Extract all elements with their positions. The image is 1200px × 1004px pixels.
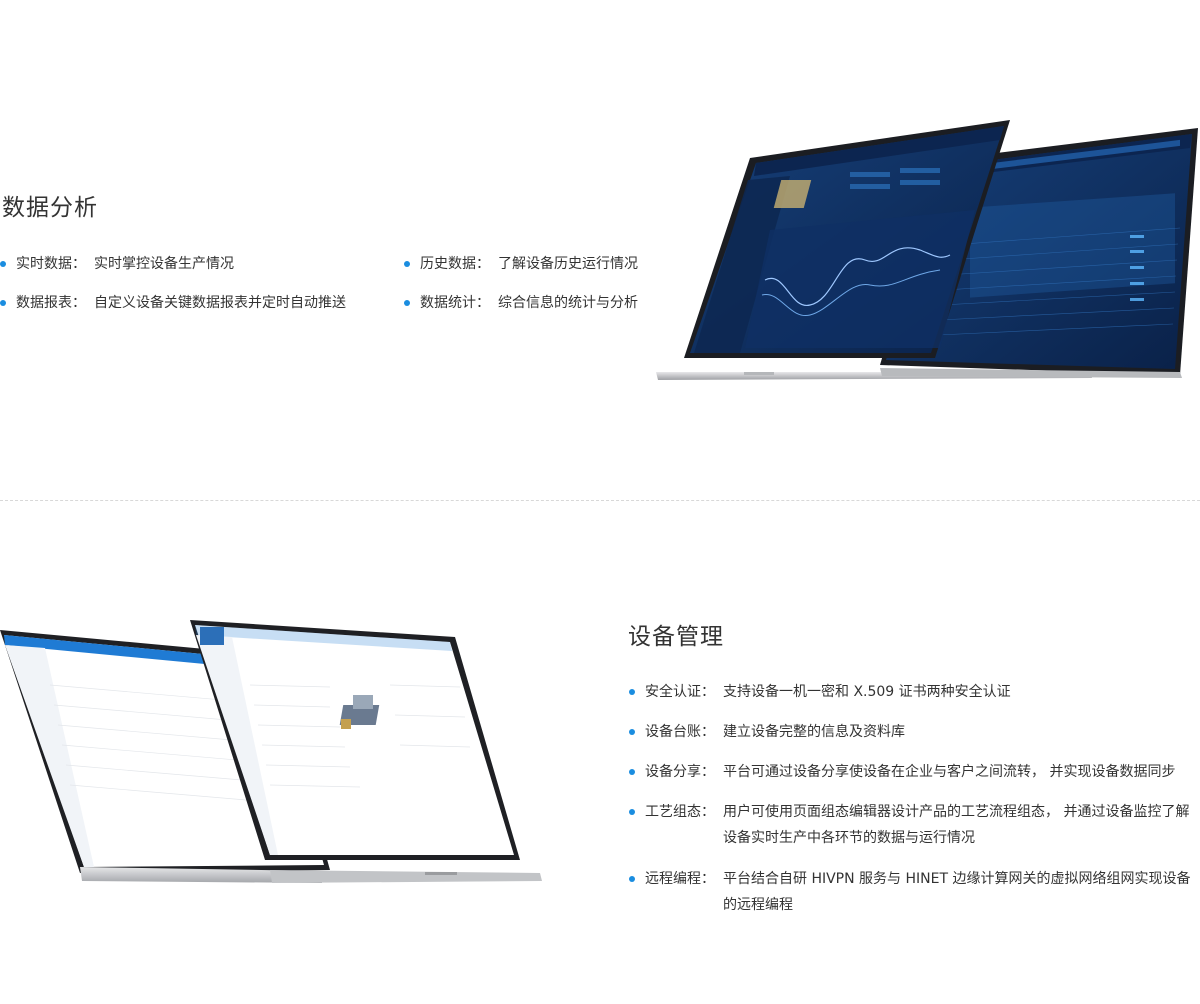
feature-desc: 用户可使用页面组态编辑器设计产品的工艺流程组态， 并通过设备监控了解设备实时生产… — [723, 804, 1190, 846]
feature-security-auth: 安全认证： 支持设备一机一密和 X.509 证书两种安全认证 — [629, 679, 1011, 705]
bullet-icon — [0, 261, 6, 267]
laptop-base — [656, 368, 1182, 380]
feature-process-config: 工艺组态： 用户可使用页面组态编辑器设计产品的工艺流程组态， 并通过设备监控了解… — [629, 799, 1200, 851]
feature-desc: 平台结合自研 HIVPN 服务与 HINET 边缘计算网关的虚拟网络组网实现设备… — [723, 871, 1191, 913]
data-analysis-title: 数据分析 — [2, 195, 98, 221]
section-divider — [0, 500, 1200, 501]
feature-label: 设备台账： — [645, 724, 715, 740]
feature-data-statistics: 数据统计： 综合信息的统计与分析 — [404, 290, 638, 316]
bullet-icon — [0, 300, 6, 306]
device-model-image — [339, 695, 380, 729]
bullet-icon — [404, 261, 410, 267]
bullet-icon — [629, 876, 635, 882]
bullet-icon — [629, 769, 635, 775]
feature-desc: 实时掌控设备生产情况 — [94, 256, 234, 272]
feature-label: 数据统计： — [420, 295, 490, 311]
feature-realtime-data: 实时数据： 实时掌控设备生产情况 — [0, 251, 234, 277]
feature-desc: 建立设备完整的信息及资料库 — [723, 724, 905, 740]
bullet-icon — [629, 689, 635, 695]
feature-label: 工艺组态： — [645, 804, 715, 820]
feature-data-report: 数据报表： 自定义设备关键数据报表并定时自动推送 — [0, 290, 346, 316]
feature-device-ledger: 设备台账： 建立设备完整的信息及资料库 — [629, 719, 905, 745]
bullet-icon — [404, 300, 410, 306]
feature-desc: 平台可通过设备分享使设备在企业与客户之间流转， 并实现设备数据同步 — [723, 764, 1176, 780]
bullet-icon — [629, 809, 635, 815]
feature-label: 设备分享： — [645, 764, 715, 780]
front-screen — [684, 120, 1010, 358]
feature-desc: 自定义设备关键数据报表并定时自动推送 — [94, 295, 346, 311]
front-light-screen — [190, 620, 520, 860]
feature-label: 数据报表： — [16, 295, 86, 311]
feature-remote-programming: 远程编程： 平台结合自研 HIVPN 服务与 HINET 边缘计算网关的虚拟网络… — [629, 866, 1200, 918]
feature-label: 远程编程： — [645, 871, 715, 887]
light-laptop-base — [80, 867, 542, 883]
dark-laptop-illustration — [656, 120, 1198, 380]
light-laptop-illustration — [0, 620, 542, 883]
feature-label: 历史数据： — [420, 256, 490, 272]
device-management-title: 设备管理 — [628, 624, 724, 650]
feature-history-data: 历史数据： 了解设备历史运行情况 — [404, 251, 638, 277]
feature-label: 实时数据： — [16, 256, 86, 272]
feature-desc: 支持设备一机一密和 X.509 证书两种安全认证 — [723, 684, 1011, 700]
feature-desc: 了解设备历史运行情况 — [498, 256, 638, 272]
feature-device-sharing: 设备分享： 平台可通过设备分享使设备在企业与客户之间流转， 并实现设备数据同步 — [629, 759, 1200, 785]
bullet-icon — [629, 729, 635, 735]
feature-desc: 综合信息的统计与分析 — [498, 295, 638, 311]
feature-label: 安全认证： — [645, 684, 715, 700]
